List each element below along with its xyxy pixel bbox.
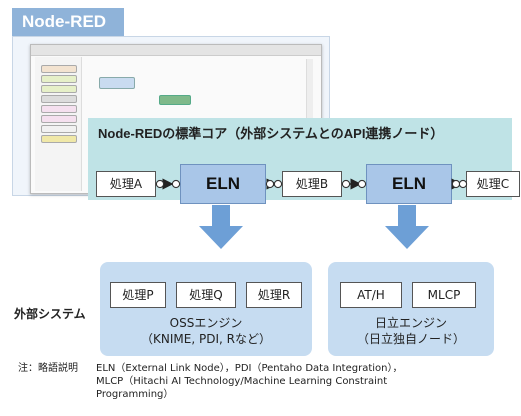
note-body: ELN（External Link Node），PDI（Pentaho Data… — [96, 362, 512, 401]
mlcp-box: MLCP — [412, 282, 476, 308]
core-title: Node-REDの標準コア（外部システムとのAPI連携ノード） — [98, 126, 444, 141]
at-h-box: AT/H — [340, 282, 402, 308]
note-line: MLCP（Hitachi AI Technology/Machine Learn… — [96, 376, 388, 387]
output-port-icon — [155, 179, 165, 189]
note-head: 注：略語説明 — [18, 363, 78, 374]
note-line: ELN（External Link Node），PDI（Pentaho Data… — [96, 363, 403, 374]
editor-titlebar — [31, 45, 321, 56]
process-r-box: 処理R — [246, 282, 302, 308]
palette-node — [41, 95, 77, 103]
editor-canvas-node — [99, 77, 135, 89]
output-port-icon — [265, 179, 275, 189]
hitachi-caption-line2: （日立独自ノード） — [356, 332, 465, 346]
palette-node — [41, 85, 77, 93]
node-process-b: 処理B — [282, 171, 342, 197]
output-port-icon — [451, 179, 461, 189]
process-p-box: 処理P — [110, 282, 166, 308]
oss-caption-line2: （KNIME, PDI, Rなど） — [141, 332, 271, 346]
editor-palette — [35, 57, 82, 191]
down-arrow-icon — [385, 205, 429, 249]
palette-node — [41, 65, 77, 73]
oss-caption-line1: OSSエンジン — [169, 316, 243, 330]
node-red-tab: Node-RED — [12, 8, 124, 36]
node-eln-2: ELN — [366, 164, 452, 204]
input-port-icon — [357, 179, 367, 189]
palette-node — [41, 115, 77, 123]
hitachi-engine-panel — [328, 262, 494, 356]
note-line: Programming） — [96, 389, 174, 400]
input-port-icon — [171, 179, 181, 189]
palette-node — [41, 135, 77, 143]
external-system-label: 外部システム — [14, 307, 86, 321]
input-port-icon — [273, 179, 283, 189]
editor-canvas-node — [159, 95, 191, 105]
down-arrow-icon — [199, 205, 243, 249]
hitachi-caption-line1: 日立エンジン — [374, 316, 447, 330]
oss-engine-panel — [100, 262, 312, 356]
palette-node — [41, 125, 77, 133]
node-process-a: 処理A — [96, 171, 156, 197]
palette-node — [41, 105, 77, 113]
process-q-box: 処理Q — [176, 282, 236, 308]
node-eln-1: ELN — [180, 164, 266, 204]
palette-node — [41, 75, 77, 83]
input-port-icon — [458, 179, 468, 189]
output-port-icon — [341, 179, 351, 189]
node-process-c: 処理C — [466, 171, 520, 197]
